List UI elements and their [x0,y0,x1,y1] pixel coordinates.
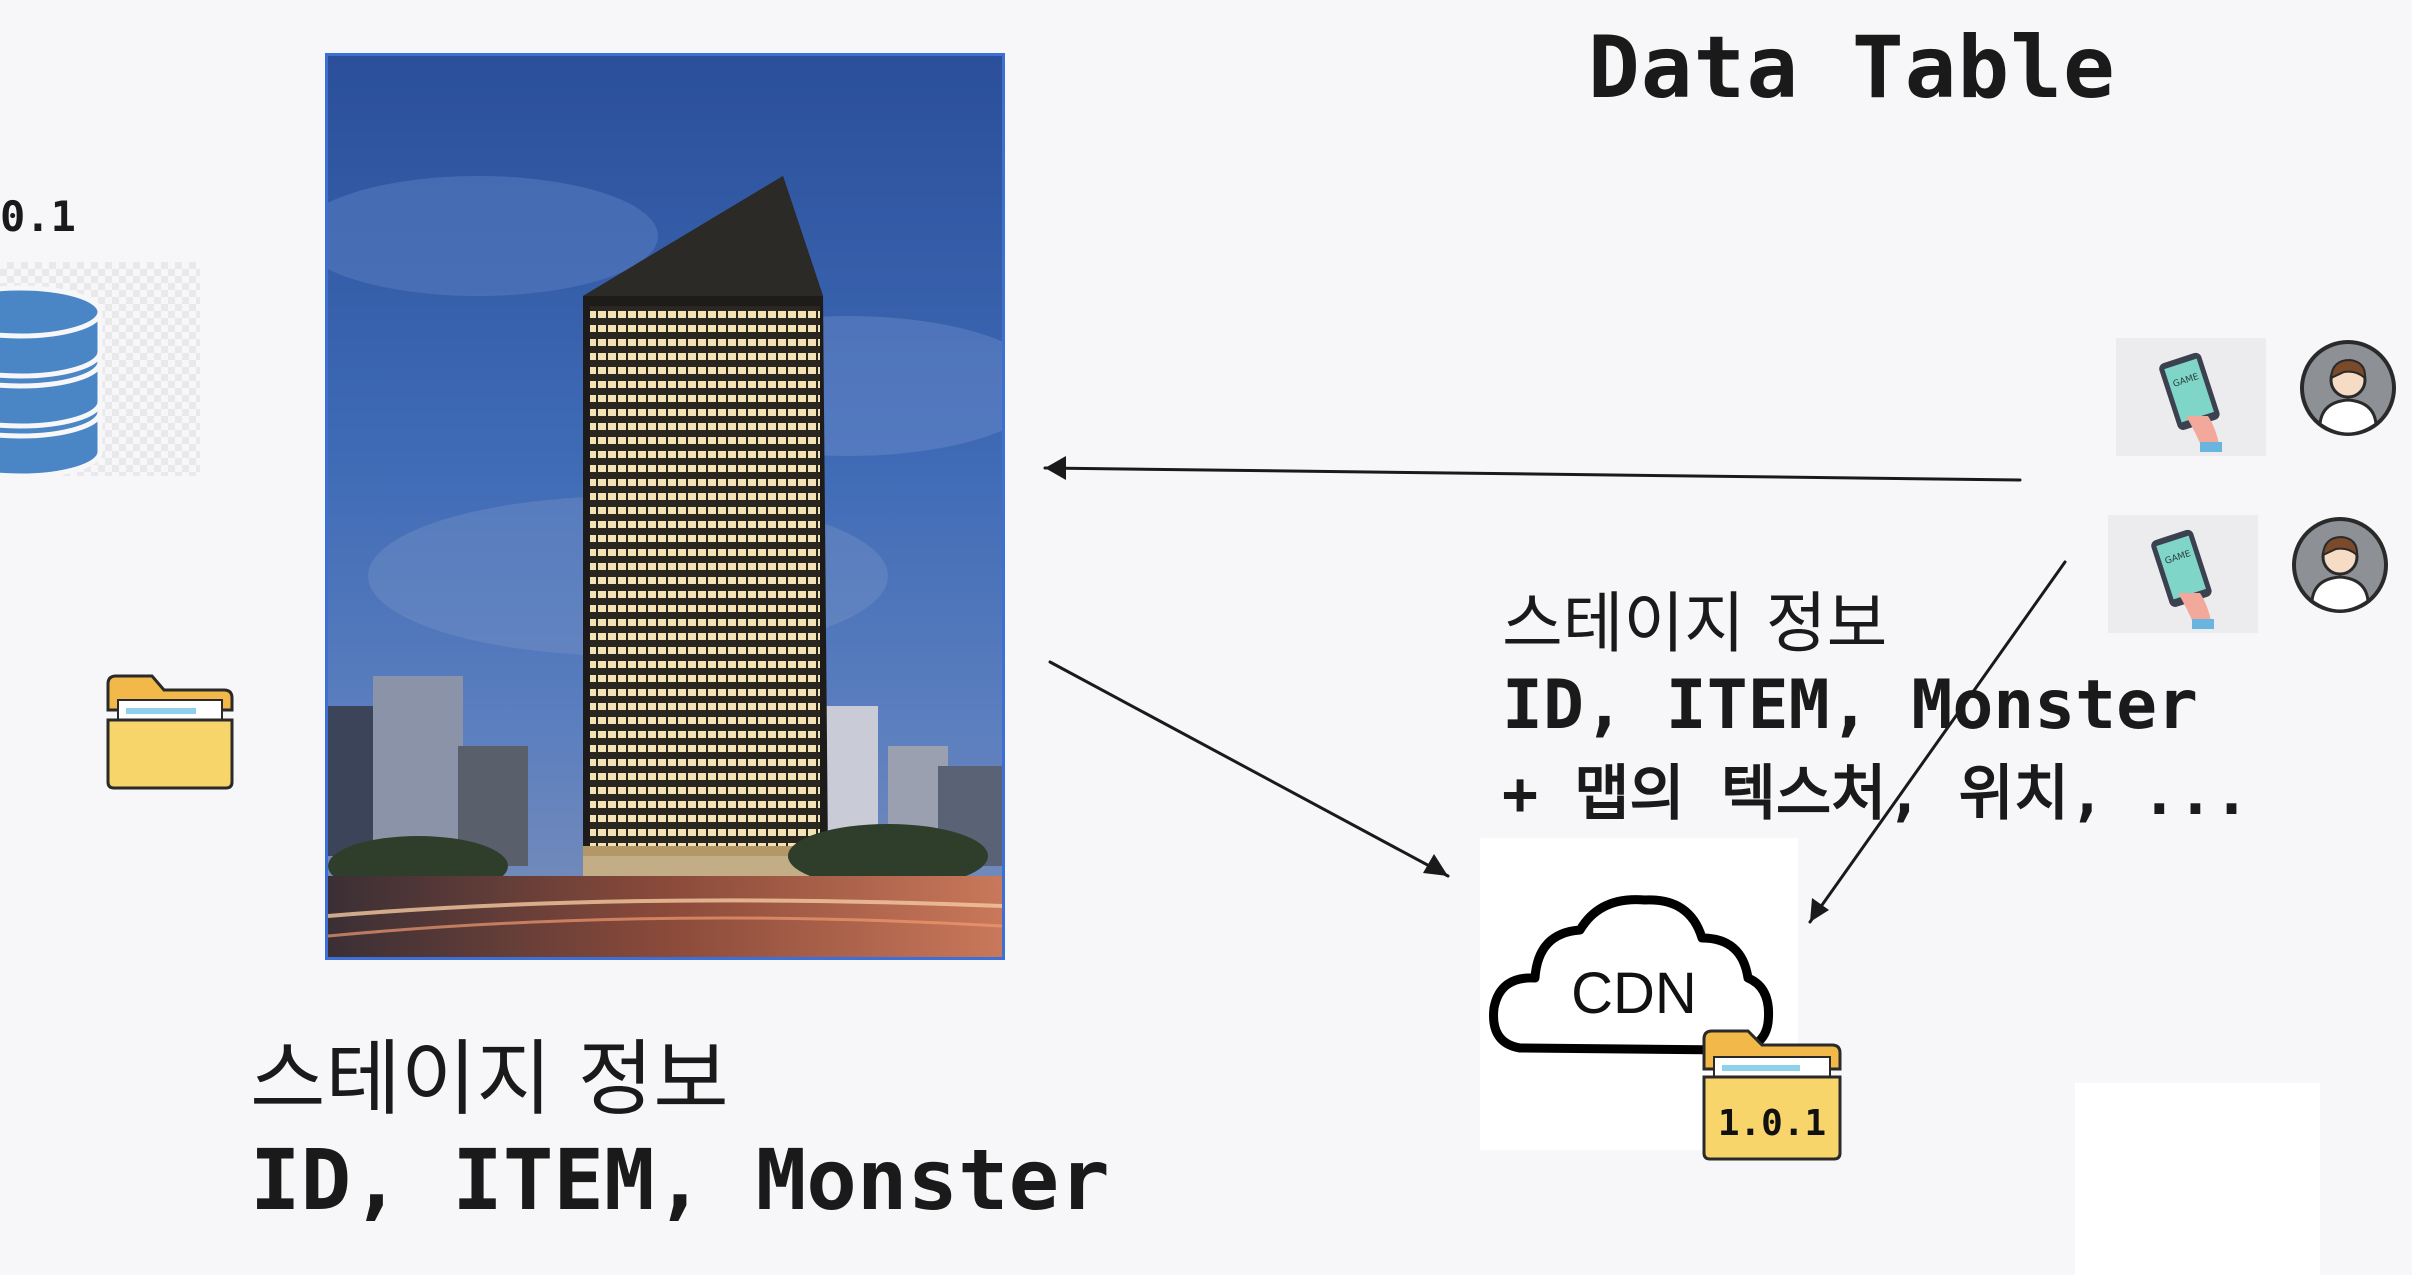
arrow-client-to-server [1045,468,2020,480]
arrow-client-to-cdn [1810,562,2065,922]
arrowhead-icon [1045,456,1066,480]
arrow-server-to-cdn [1050,662,1448,876]
